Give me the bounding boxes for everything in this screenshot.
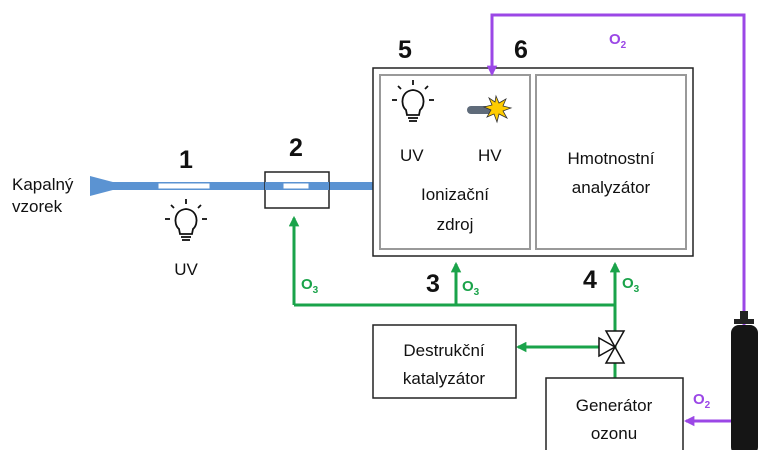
component-number-3: 3 xyxy=(426,270,440,298)
component-number-5: 5 xyxy=(398,36,412,64)
sample-label-line1: Kapalný xyxy=(12,175,74,194)
destruction-catalyst-box xyxy=(372,324,517,399)
gas-cylinder-icon xyxy=(731,311,758,450)
ion-source-label-line2: zdroj xyxy=(437,215,474,234)
sample-inlet-arrow xyxy=(90,176,128,196)
sample-line xyxy=(90,176,376,196)
bulb-icon xyxy=(165,199,207,241)
component-number-1: 1 xyxy=(179,146,193,174)
ion-source-box xyxy=(379,74,531,250)
destructor-label-line1: Destrukční xyxy=(403,341,485,360)
spark-icon xyxy=(467,94,513,124)
oxygen-label: O2 xyxy=(609,31,627,51)
destructor-label-line2: katalyzátor xyxy=(403,369,486,388)
ozone-label: O3 xyxy=(622,275,640,295)
uv-lamp-label: UV xyxy=(174,260,198,279)
hv-source-label: HV xyxy=(478,146,502,165)
ozone-label: O3 xyxy=(301,276,319,296)
analyzer-label-line2: analyzátor xyxy=(572,178,651,197)
component-number-4: 4 xyxy=(583,266,597,294)
valve-icon xyxy=(598,330,626,364)
uv-source-label: UV xyxy=(400,146,424,165)
generator-label-line1: Generátor xyxy=(576,396,653,415)
oxygen-lines xyxy=(486,13,746,427)
ozone-label: O3 xyxy=(462,278,480,298)
bulb-icon xyxy=(392,80,434,122)
ion-source-label-line1: Ionizační xyxy=(421,185,489,204)
analyzer-box xyxy=(535,74,687,250)
component-number-2: 2 xyxy=(289,134,303,162)
component-number-6: 6 xyxy=(514,36,528,64)
sample-label-line2: vzorek xyxy=(12,197,63,216)
analyzer-label-line1: Hmotnostní xyxy=(568,149,655,168)
generator-label-line2: ozonu xyxy=(591,424,637,443)
oxygen-label: O2 xyxy=(693,391,711,411)
ozone-generator-box xyxy=(545,377,684,450)
